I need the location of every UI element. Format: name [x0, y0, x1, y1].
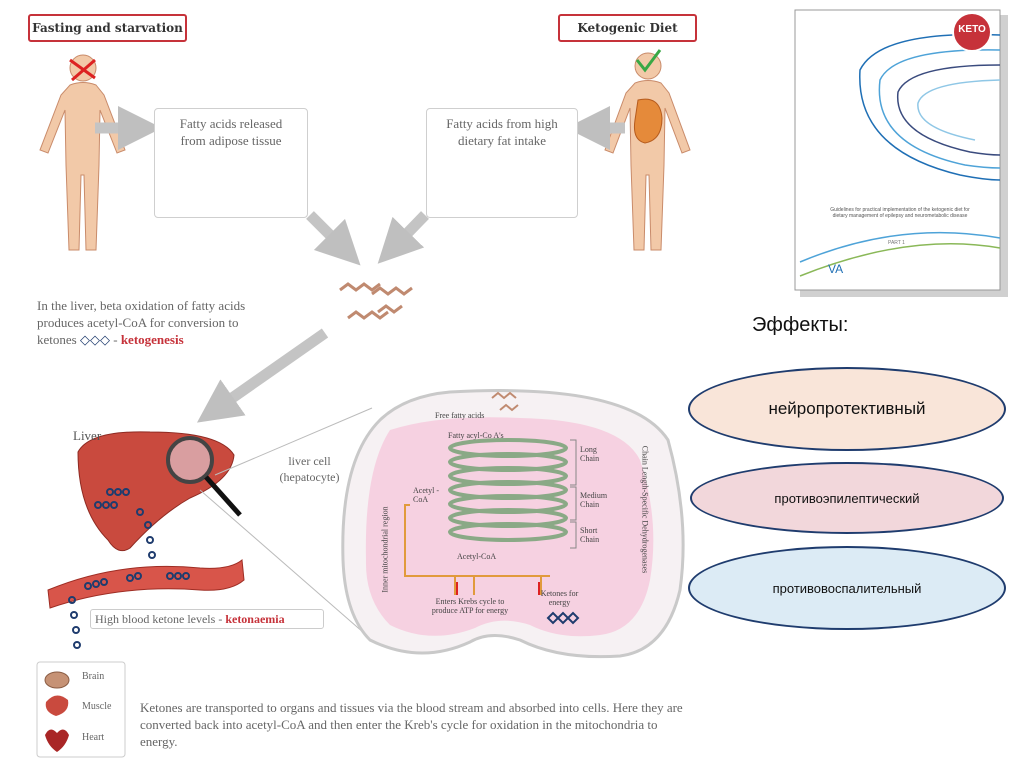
blood-ketone-dash: -	[218, 612, 223, 626]
ketones-in-blood-icon	[68, 572, 190, 649]
effect-antiepileptic: противоэпилептический	[690, 462, 1004, 534]
brain-icon	[44, 671, 70, 689]
diet-source-box: Fatty acids from high dietary fat intake	[426, 108, 578, 218]
ketogenesis-keyword: ketogenesis	[120, 332, 184, 347]
transport-description: Ketones are transported to organs and ti…	[140, 700, 683, 749]
effect-label: противоэпилептический	[774, 490, 920, 506]
ketone-glyph-icon: ◇◇◇	[79, 332, 110, 347]
fatty-acid-chains-icon	[339, 282, 413, 320]
medium-chain-label: Medium Chain	[580, 491, 608, 509]
diet-label: Fatty acids from high dietary fat intake	[446, 116, 558, 148]
ketogenesis-description: In the liver, beta oxidation of fatty ac…	[37, 297, 272, 348]
stomach-icon	[634, 98, 663, 144]
muscle-icon	[45, 695, 69, 716]
effect-antiinflammatory: противовоспалительный	[688, 546, 1006, 630]
mitochondrial-region-label: Inner mitochondrial region	[380, 506, 390, 593]
ketogenesis-dash: -	[113, 332, 118, 347]
blood-ketone-box: High blood ketone levels - ketonaemia	[90, 609, 324, 629]
magnifier-icon	[166, 436, 214, 484]
organ-muscle-label: Muscle	[82, 701, 112, 712]
keto-person-icon	[604, 52, 691, 251]
liver-label: Liver	[73, 428, 102, 443]
ketogenesis-text: In the liver, beta oxidation of fatty ac…	[37, 298, 246, 347]
blood-ketone-text: High blood ketone levels	[95, 612, 216, 626]
cell-fatty-acids-icon	[491, 391, 519, 412]
long-chain-label: Long Chain	[580, 445, 600, 463]
cover-part: PART 1	[888, 240, 905, 246]
effect-label: противовоспалительный	[772, 580, 922, 596]
adipose-source-box: Fatty acids released from adipose tissue	[154, 108, 308, 218]
blood-vessel-icon	[47, 559, 245, 609]
short-chain-label: Short Chain	[580, 526, 600, 544]
fasting-person-icon	[39, 54, 126, 251]
fasting-tag: Fasting and starvation	[28, 14, 187, 42]
adipose-label: Fatty acids released from adipose tissue	[179, 116, 283, 148]
blood-ketone-keyword: ketonaemia	[225, 612, 285, 626]
acetyl-coa-bottom-label: Acetyl-CoA	[457, 552, 497, 561]
metabolic-path-arrows	[404, 504, 550, 595]
cover-logo: VA	[828, 262, 844, 276]
effect-label: нейропротективный	[768, 399, 926, 418]
cell-ketones-icon	[546, 611, 580, 625]
effects-heading: Эффекты:	[752, 314, 849, 336]
keto-badge: KETO	[958, 24, 986, 35]
cover-title: Guidelines for practical implementation …	[830, 207, 970, 219]
guideline-cover	[794, 9, 1008, 297]
forbidden-mark-icon	[69, 58, 96, 82]
krebs-label: Enters Krebs cycle to produce ATP for en…	[431, 597, 509, 615]
ketone-chain-icon	[94, 488, 156, 559]
dehydrogenases-label: Chain Length-Specific Dehydrogenases	[640, 445, 650, 574]
ketones-energy-label: Ketones for energy	[540, 589, 579, 607]
organ-brain-label: Brain	[82, 671, 105, 682]
acetyl-coa-left-label: Acetyl -CoA	[413, 486, 439, 504]
organs-panel	[36, 661, 126, 758]
heart-icon	[45, 729, 69, 752]
beta-oxidation-spiral-icon	[448, 438, 568, 542]
organ-heart-label: Heart	[82, 732, 105, 743]
free-fatty-acids-label: Free fatty acids	[435, 411, 485, 420]
keto-diet-tag: Ketogenic Diet	[558, 14, 697, 42]
effect-neuroprotective: нейропротективный	[688, 367, 1006, 451]
liver-cell-label: liver cell (hepatocyte)	[279, 454, 340, 484]
flow-arrows	[95, 106, 625, 423]
fatty-acyl-label: Fatty acyl-Co A's	[448, 431, 504, 440]
check-mark-icon	[635, 49, 662, 73]
